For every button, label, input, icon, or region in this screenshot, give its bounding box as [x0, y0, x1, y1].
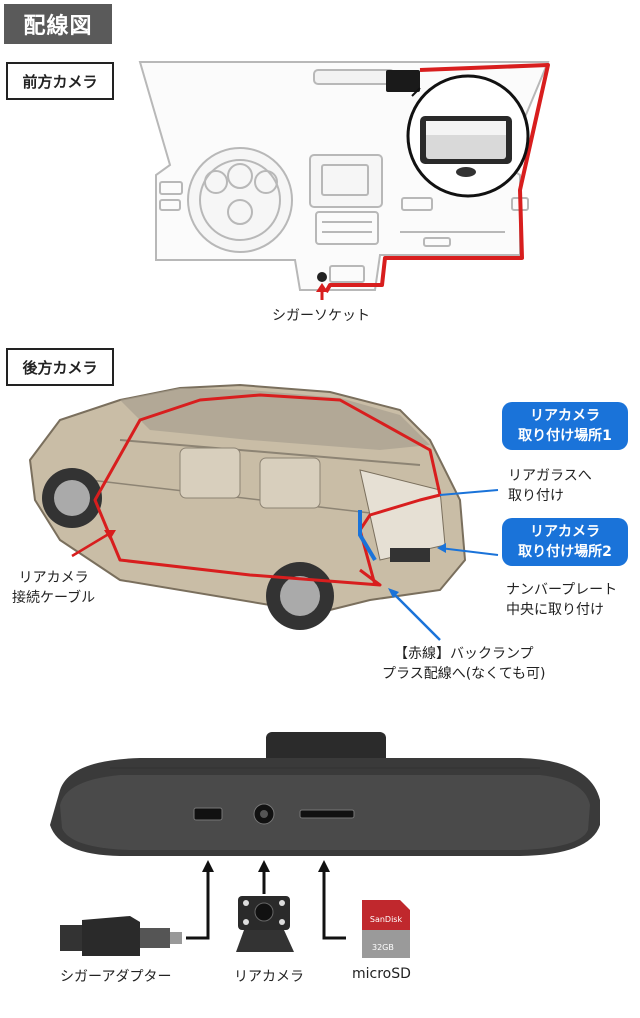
socket-label: シガーソケット [272, 308, 370, 324]
badge-location-1-line2: 取り付け場所1 [518, 428, 612, 444]
section-label-front: 前方カメラ [6, 62, 114, 100]
cable-label-line2: 接続ケーブル [12, 590, 96, 606]
cigar-adapter-label: シガーアダプター [60, 969, 172, 985]
rear-camera-label: リアカメラ [234, 969, 304, 985]
sd-brand: SanDisk [370, 915, 403, 924]
front-camera-diagram [138, 61, 550, 300]
badge-location-2: リアカメラ 取り付け場所2 [502, 518, 628, 566]
cable-label: リアカメラ 接続ケーブル [12, 568, 95, 608]
badge-location-1: リアカメラ 取り付け場所1 [502, 402, 628, 450]
page-title: 配線図 [4, 4, 112, 44]
cable-label-line1: リアカメラ [18, 570, 89, 586]
rear-camera-diagram [28, 383, 499, 641]
note-rear-glass-line1: リアガラスへ [508, 468, 592, 484]
note-license-plate-line2: 中央に取り付け [506, 602, 604, 618]
section-label-rear: 後方カメラ [6, 348, 114, 386]
badge-location-1-line1: リアカメラ [530, 408, 600, 424]
microsd-label: microSD [352, 966, 411, 982]
sd-capacity: 32GB [372, 943, 394, 952]
red-wire-note-line1: 【赤線】バックランプ [393, 646, 534, 662]
note-license-plate: ナンバープレート 中央に取り付け [506, 580, 617, 620]
badge-location-2-line2: 取り付け場所2 [518, 544, 612, 560]
red-wire-note: 【赤線】バックランプ プラス配線へ(なくても可) [382, 644, 546, 684]
badge-location-2-line1: リアカメラ [530, 524, 600, 540]
note-license-plate-line1: ナンバープレート [506, 582, 618, 598]
note-rear-glass: リアガラスへ 取り付け [508, 466, 592, 506]
note-rear-glass-line2: 取り付け [508, 488, 564, 504]
red-wire-note-line2: プラス配線へ(なくても可) [382, 666, 546, 682]
